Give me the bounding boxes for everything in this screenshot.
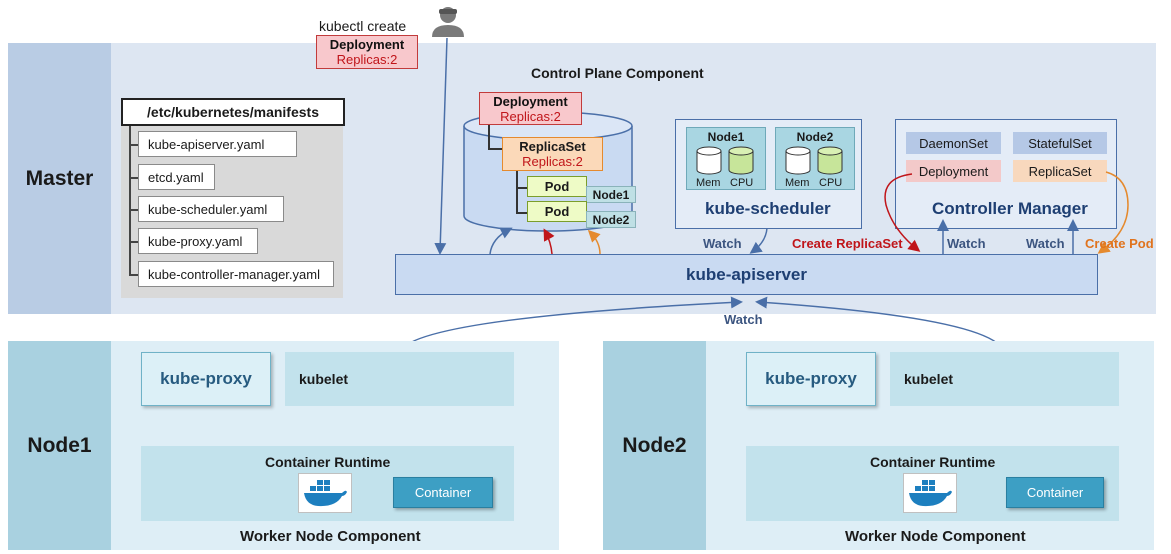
- manifest-file: kube-proxy.yaml: [138, 228, 258, 254]
- worker-node1-label: Node1: [8, 341, 111, 550]
- manifest-file: etcd.yaml: [138, 164, 215, 190]
- tree-branch: [129, 177, 138, 179]
- cm-daemonset: DaemonSet: [906, 132, 1001, 154]
- tree-branch: [129, 241, 138, 243]
- watch-label: Watch: [703, 236, 742, 251]
- mem-cylinder-icon: [785, 146, 811, 176]
- tree-branch: [129, 209, 138, 211]
- node1-footer: Worker Node Component: [240, 528, 421, 545]
- etcd-deployment-title: Deployment: [493, 93, 568, 109]
- kube-apiserver: kube-apiserver: [395, 254, 1098, 295]
- mem-label: Mem: [696, 177, 721, 189]
- node1-kube-proxy: kube-proxy: [141, 352, 271, 406]
- node2-container: Container: [1006, 477, 1104, 508]
- etcd-deployment-replicas: Replicas:2: [500, 108, 561, 124]
- node2-runtime-title: Container Runtime: [870, 454, 996, 470]
- user-icon: [426, 4, 470, 38]
- pod-node-tag: Node1: [586, 186, 636, 203]
- manifest-file: kube-controller-manager.yaml: [138, 261, 334, 287]
- top-deployment-box: Deployment Replicas:2: [316, 35, 418, 69]
- etcd-connector: [488, 148, 502, 150]
- etcd-connector: [516, 170, 518, 214]
- cpu-label: CPU: [730, 177, 754, 189]
- pod-box: Pod: [527, 201, 587, 222]
- etcd-connector: [516, 187, 527, 189]
- cm-replicaset: ReplicaSet: [1013, 160, 1107, 182]
- watch-label: Watch: [1026, 236, 1065, 251]
- etcd-replicaset-title: ReplicaSet: [519, 139, 586, 154]
- mem-label: Mem: [785, 177, 810, 189]
- etcd-connector: [516, 212, 527, 214]
- docker-icon: [903, 473, 957, 513]
- control-plane-title: Control Plane Component: [531, 65, 704, 81]
- node2-footer: Worker Node Component: [845, 528, 1026, 545]
- cm-deployment: Deployment: [906, 160, 1001, 182]
- node2-kube-proxy: kube-proxy: [746, 352, 876, 406]
- create-pod-label: Create Pod: [1085, 236, 1154, 251]
- mem-cylinder-icon: [696, 146, 722, 176]
- etcd-connector: [488, 124, 490, 150]
- node1-runtime-title: Container Runtime: [265, 454, 391, 470]
- cpu-label: CPU: [819, 177, 843, 189]
- kubectl-label: kubectl create: [319, 18, 407, 34]
- master-label: Master: [8, 43, 111, 314]
- cm-statefulset: StatefulSet: [1013, 132, 1107, 154]
- node1-kubelet: kubelet: [285, 352, 514, 406]
- docker-icon: [298, 473, 352, 513]
- watch-label: Watch: [724, 312, 763, 327]
- kube-scheduler-title: kube-scheduler: [705, 199, 831, 218]
- top-deployment-title: Deployment: [329, 37, 405, 52]
- create-replicaset-label: Create ReplicaSet: [792, 236, 903, 251]
- tree-branch: [129, 144, 138, 146]
- etcd-deployment-box: Deployment Replicas:2: [479, 92, 582, 125]
- cpu-cylinder-icon: [728, 146, 754, 176]
- cpu-cylinder-icon: [817, 146, 843, 176]
- manifest-file: kube-apiserver.yaml: [138, 131, 297, 157]
- manifest-file: kube-scheduler.yaml: [138, 196, 284, 222]
- etcd-replicaset-box: ReplicaSet Replicas:2: [502, 137, 603, 171]
- tree-line: [129, 126, 131, 276]
- pod-node-tag: Node2: [586, 211, 636, 228]
- scheduler-node-name: Node2: [796, 130, 834, 144]
- tree-branch: [129, 274, 138, 276]
- node2-kubelet: kubelet: [890, 352, 1119, 406]
- controller-manager-title: Controller Manager: [932, 199, 1088, 218]
- top-deployment-replicas: Replicas:2: [336, 52, 398, 67]
- worker-node2-label: Node2: [603, 341, 706, 550]
- etcd-replicaset-replicas: Replicas:2: [522, 154, 583, 169]
- scheduler-node-name: Node1: [707, 130, 745, 144]
- node1-container: Container: [393, 477, 493, 508]
- watch-label: Watch: [947, 236, 986, 251]
- manifests-title: /etc/kubernetes/manifests: [121, 98, 345, 126]
- pod-box: Pod: [527, 176, 587, 197]
